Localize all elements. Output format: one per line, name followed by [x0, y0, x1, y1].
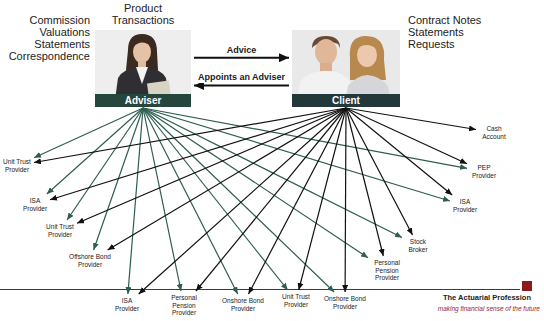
provider-name: Onshore Bond Provider	[322, 295, 368, 310]
provider-box: PEP Provider	[469, 163, 499, 180]
provider-name: Personal Pension Provider	[370, 259, 404, 282]
note-text: Statements	[0, 38, 90, 50]
link-arrow	[108, 108, 346, 250]
link-arrow	[77, 108, 346, 223]
provider-box: ISA Provider	[452, 197, 478, 214]
provider-name: Offshore Bond Provider	[66, 253, 114, 268]
arrow-label: Appoints an Adviser	[196, 72, 287, 83]
note-text: Product Transactions	[100, 2, 186, 26]
logo-text: The Actuarial Profession	[443, 293, 531, 302]
role-label: Client	[292, 94, 400, 107]
note-text: Contract Notes	[408, 14, 518, 26]
link-arrow	[346, 108, 452, 195]
note-text: Statements	[408, 26, 518, 38]
provider-box: Unit Trust Provider	[45, 222, 75, 239]
provider-box: Personal Pension Provider	[370, 258, 404, 283]
link-arrow	[345, 108, 347, 292]
link-arrow	[299, 108, 346, 290]
link-arrow	[143, 108, 288, 290]
provider-name: PEP Provider	[469, 164, 499, 179]
note-text: Commission	[0, 14, 90, 26]
provider-box: ISA Provider	[22, 196, 48, 213]
provider-box: Unit Trust Provider	[2, 157, 32, 174]
logo-square	[522, 281, 532, 291]
provider-name: Unit Trust Provider	[282, 293, 310, 308]
link-arrow	[346, 108, 413, 235]
rule-line	[0, 289, 520, 290]
note-text: Correspondence	[0, 50, 90, 62]
link-arrow	[143, 108, 467, 168]
provider-name: Unit Trust Provider	[2, 158, 32, 173]
link-arrow	[346, 108, 467, 164]
link-arrow	[346, 108, 383, 256]
provider-box: Unit Trust Provider	[282, 292, 310, 309]
link-arrow	[139, 108, 346, 294]
link-arrow	[346, 108, 476, 130]
provider-name: Stock Broker	[404, 238, 432, 253]
provider-name: ISA Provider	[22, 197, 48, 212]
link-arrow	[196, 108, 346, 291]
provider-name: Cash Account	[478, 125, 510, 140]
provider-name: Onshore Bond Provider	[220, 297, 266, 312]
role-label: Adviser	[95, 94, 191, 107]
link-arrow	[143, 108, 450, 201]
link-arrow	[249, 108, 347, 294]
photo-box: Client	[292, 30, 400, 107]
provider-name: Unit Trust Provider	[45, 223, 75, 238]
provider-box: Onshore Bond Provider	[220, 296, 266, 313]
link-arrow	[50, 108, 346, 200]
provider-box: Personal Pension Provider	[168, 293, 200, 318]
client-photo	[292, 30, 400, 107]
link-arrow	[67, 108, 143, 220]
provider-name: Personal Pension Provider	[168, 294, 200, 317]
provider-box: ISA Provider	[114, 296, 140, 313]
adviser-photo	[95, 30, 191, 107]
note-text: Requests	[408, 38, 518, 50]
provider-name: ISA Provider	[452, 198, 478, 213]
relation-arrow	[194, 84, 289, 86]
link-arrow	[143, 108, 402, 238]
note-text: Valuations	[0, 26, 90, 38]
logo-text: making financial sense of the future	[438, 305, 540, 313]
arrow-label: Advice	[225, 45, 259, 56]
provider-box: Stock Broker	[404, 237, 432, 254]
provider-name: ISA Provider	[114, 297, 140, 312]
link-arrow	[143, 108, 181, 291]
photo-box: Adviser	[95, 30, 191, 107]
provider-box: Cash Account	[478, 124, 510, 141]
relation-arrow	[194, 57, 289, 59]
provider-box: Offshore Bond Provider	[66, 252, 114, 269]
provider-box: Onshore Bond Provider	[322, 294, 368, 311]
